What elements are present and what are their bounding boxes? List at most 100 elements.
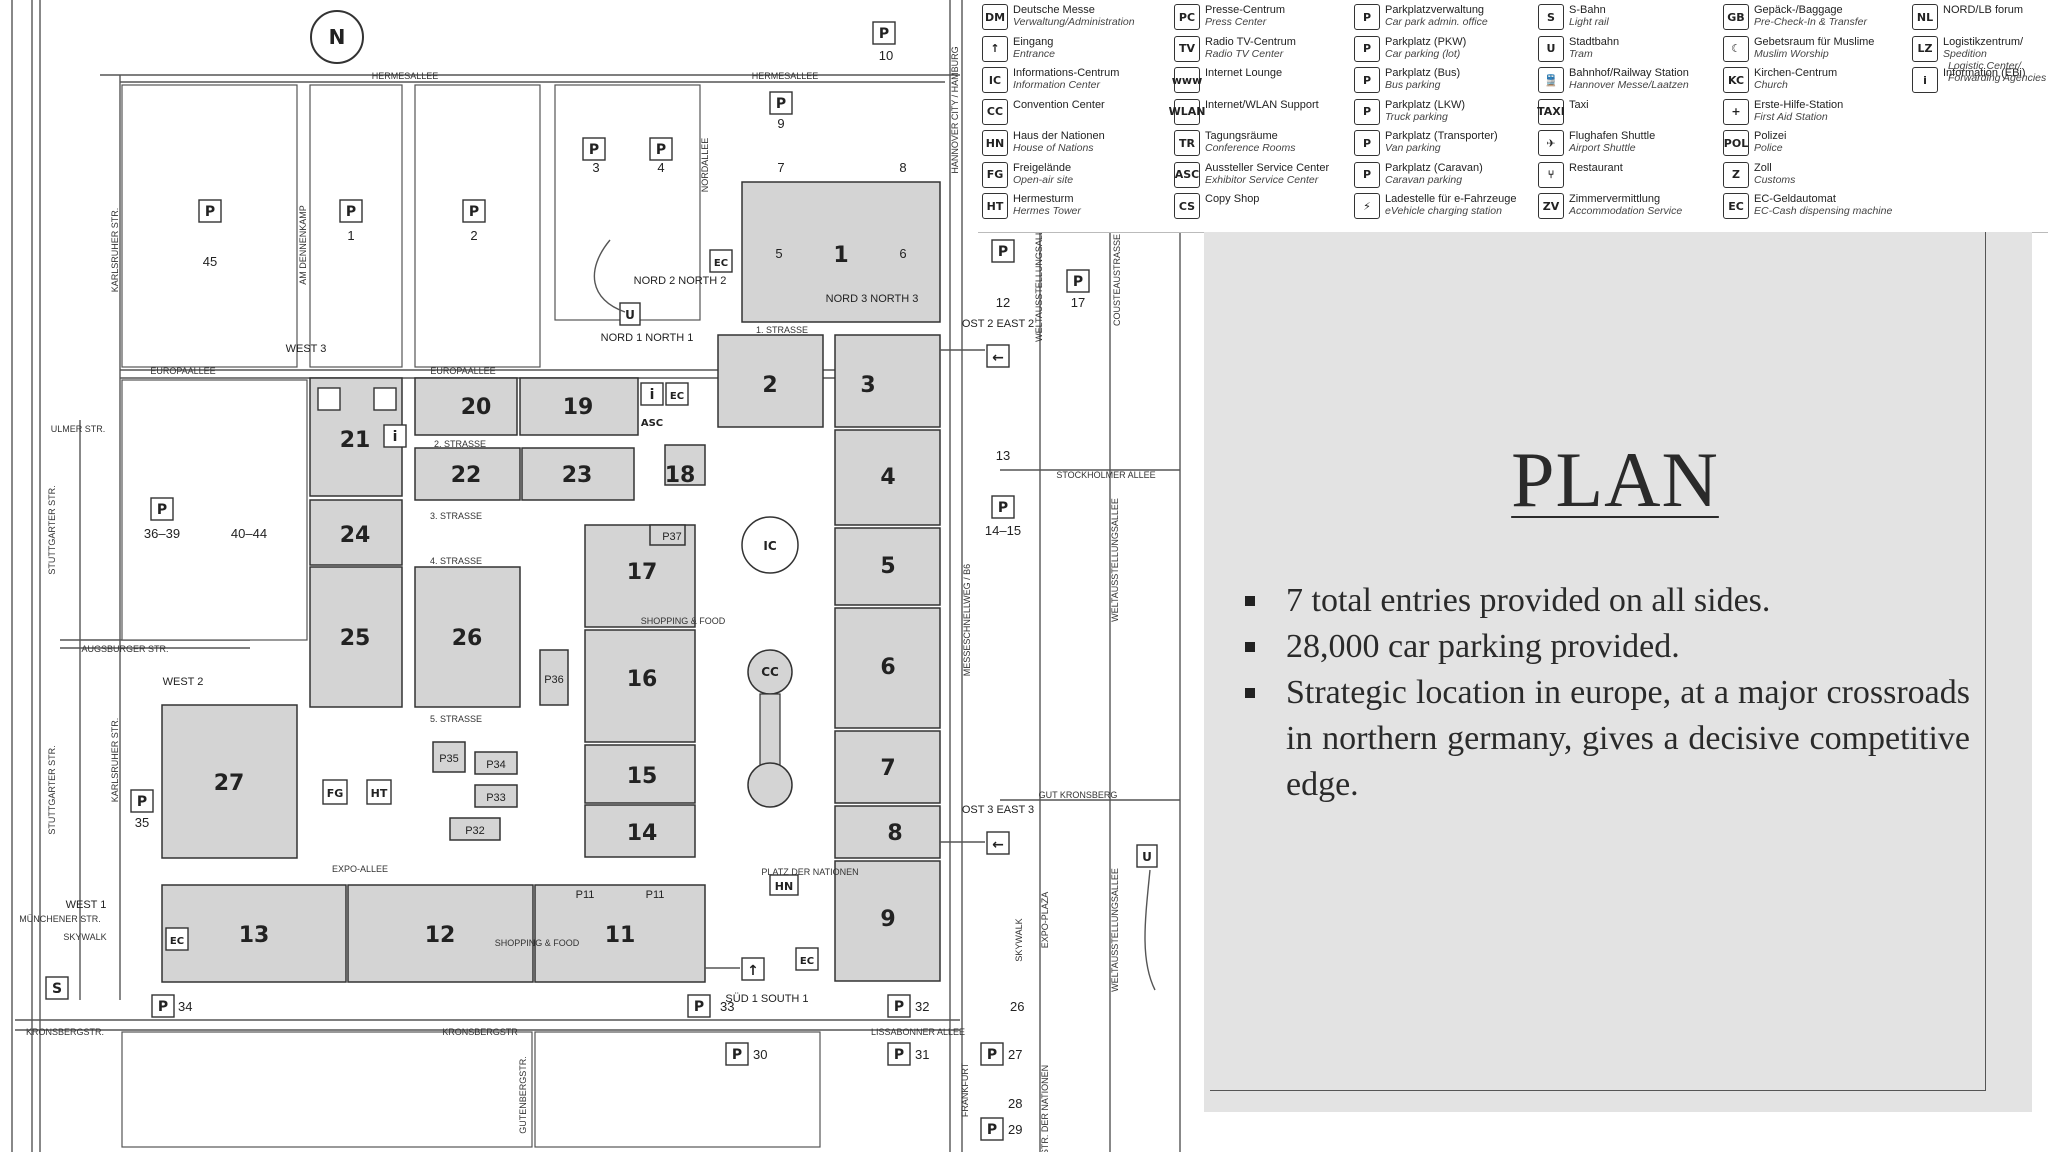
legend-text: Internet Lounge [1205, 67, 1282, 79]
legend-symbol-icon: TR [1174, 130, 1200, 156]
legend-text: Restaurant [1569, 162, 1623, 174]
parking-icon [980, 1042, 1004, 1066]
legend-label-de: Informations-Centrum [1013, 67, 1120, 79]
entrance-nord-1[interactable]: NORD 1 NORTH 1 [601, 332, 694, 344]
legend-label-en: Entrance [1013, 47, 1056, 60]
legend-symbol-icon: www [1172, 67, 1202, 93]
legend-label-en: Muslim Worship [1754, 47, 1829, 60]
hall-20[interactable] [414, 377, 518, 436]
hall-13[interactable] [161, 884, 347, 983]
hall-16[interactable] [584, 629, 696, 743]
legend-label-de: Convention Center [1013, 98, 1105, 111]
pavilion-p34[interactable] [474, 751, 518, 775]
ec-icon [795, 947, 819, 971]
tram-glyph: U [625, 308, 635, 322]
parking-letter: P [158, 999, 168, 1015]
parking-label-32: 32 [915, 999, 929, 1014]
legend-text: Parkplatz (Bus)Bus parking [1385, 67, 1460, 91]
hall-14-label: 14 [627, 821, 658, 846]
street-1-strasse: 1. STRASSE [756, 325, 808, 335]
hall-26[interactable] [414, 566, 521, 708]
hall-27[interactable] [161, 704, 298, 859]
entrance-ost-3[interactable]: OST 3 EAST 3 [962, 804, 1034, 816]
entrance-sued-1[interactable]: SÜD 1 SOUTH 1 [725, 993, 808, 1005]
parking-icon [980, 1117, 1004, 1141]
legend-symbol-icon: + [1723, 98, 1749, 125]
parking-letter: P [656, 142, 666, 158]
legend-symbol-icon: ☾ [1723, 35, 1749, 62]
legend-label-de: Taxi [1569, 98, 1589, 111]
pavilion-p37[interactable] [649, 524, 686, 546]
entrance-west-3[interactable]: WEST 3 [286, 343, 327, 355]
legend-label-de: Copy Shop [1205, 193, 1260, 205]
legend-label-en: Hannover Messe/Laatzen [1569, 79, 1689, 91]
entrance-west-2[interactable]: WEST 2 [163, 676, 204, 688]
hall-18[interactable] [664, 444, 706, 486]
street-2-strasse: 2. STRASSE [434, 439, 486, 449]
hall-9[interactable] [834, 860, 941, 982]
hall-19[interactable] [519, 377, 639, 436]
open-air-site [322, 779, 348, 805]
legend-label-de: Presse-Centrum [1205, 4, 1286, 16]
pavilion-p32[interactable] [449, 817, 501, 841]
pavilion-p35[interactable] [432, 741, 466, 773]
hall-8-label: 8 [887, 821, 902, 846]
parking-lot-36-44 [121, 379, 308, 641]
hall-5[interactable] [834, 527, 941, 606]
parking-letter: P [157, 502, 167, 518]
hall-11[interactable] [534, 884, 706, 983]
hall-2[interactable] [717, 334, 824, 428]
parking-icon [582, 137, 606, 161]
hall-17-label: 17 [627, 560, 658, 585]
hall-24[interactable] [309, 499, 403, 566]
compass-letter: N [329, 25, 346, 49]
entrance-west-1[interactable]: WEST 1 [66, 899, 107, 911]
legend-symbol-icon: P [1354, 35, 1380, 62]
hall-6[interactable] [834, 607, 941, 729]
legend-label-en: Customs [1754, 173, 1796, 186]
pavilion-p33[interactable] [474, 784, 518, 808]
restaurant-icon [317, 387, 341, 411]
hall-8[interactable] [834, 805, 941, 859]
parking-label-33: 33 [720, 999, 734, 1014]
legend-label-de: Zimmervermittlung [1569, 193, 1661, 205]
legend-label-de: Restaurant [1569, 161, 1623, 174]
hall-25[interactable] [309, 566, 403, 708]
entrance-arrow-icon [741, 957, 765, 981]
hall-4[interactable] [834, 429, 941, 526]
platz-der-nationen: PLATZ DER NATIONEN [761, 867, 858, 877]
hall-14[interactable] [584, 804, 696, 858]
hall-15[interactable] [584, 744, 696, 804]
pavilion-p36[interactable] [539, 649, 569, 706]
street-skywalk: SKYWALK [63, 932, 106, 942]
hall-22[interactable] [414, 447, 521, 501]
entrance-nord-3[interactable]: NORD 3 NORTH 3 [826, 293, 919, 305]
legend-label-en: Truck parking [1385, 110, 1448, 123]
hall-3[interactable] [834, 334, 941, 428]
parking-lot-1 [309, 84, 403, 368]
legend-text: Information (EBi) [1943, 67, 2026, 79]
hall-12[interactable] [347, 884, 534, 983]
street-weltausstellung-2: WELTAUSSTELLUNGSALLEE [1110, 868, 1120, 992]
entrance-ost-2[interactable]: OST 2 EAST 2 [962, 318, 1034, 330]
hall-7[interactable] [834, 730, 941, 804]
hall-1[interactable] [741, 181, 941, 323]
fg-label: FG [327, 787, 344, 800]
entrance-nord-2[interactable]: NORD 2 NORTH 2 [634, 275, 727, 287]
hall-23[interactable] [521, 447, 635, 501]
street-stuttgarter-2: STUTTGARTER STR. [47, 745, 57, 834]
information-center[interactable] [741, 516, 799, 574]
legend-symbol-icon: ZV [1538, 193, 1564, 219]
